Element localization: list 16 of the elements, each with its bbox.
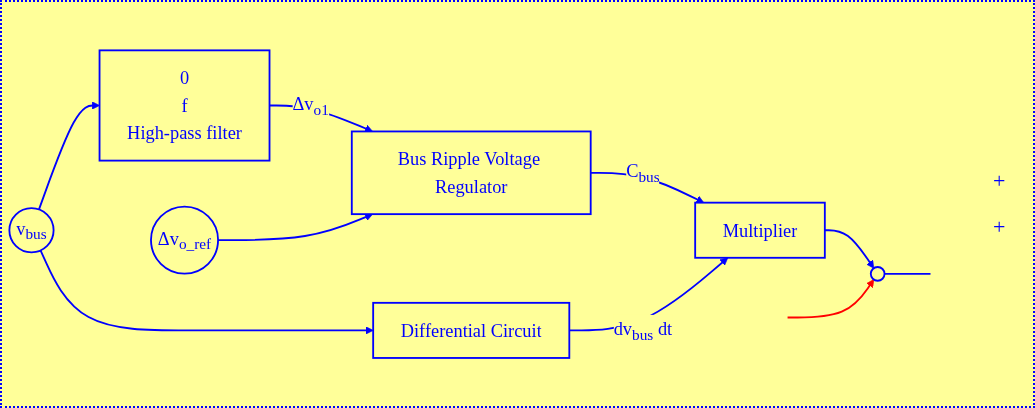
connector xyxy=(883,272,932,275)
node-box: Multiplier xyxy=(694,201,826,259)
sign-label: + xyxy=(993,168,1007,194)
node-box: Bus Ripple Voltage Regulator xyxy=(350,130,592,215)
node-box: Differential Circuit xyxy=(372,301,571,359)
edge-label: C$_{bus}$ xyxy=(626,160,660,186)
sign-label: + xyxy=(993,214,1007,240)
node-circle xyxy=(869,265,886,282)
edge-label: Δv$_{o1}$ xyxy=(292,93,329,119)
arrow xyxy=(39,249,374,335)
node-circle: v$_{bus}$ xyxy=(8,207,55,254)
node-circle: Δv$_{o_ref}$ xyxy=(150,205,219,275)
edge-label: dv$_{bus}$ dt xyxy=(613,318,673,344)
node-box: 0 f High-pass filter xyxy=(98,49,271,162)
arrow xyxy=(38,101,100,211)
arrow xyxy=(786,279,875,319)
